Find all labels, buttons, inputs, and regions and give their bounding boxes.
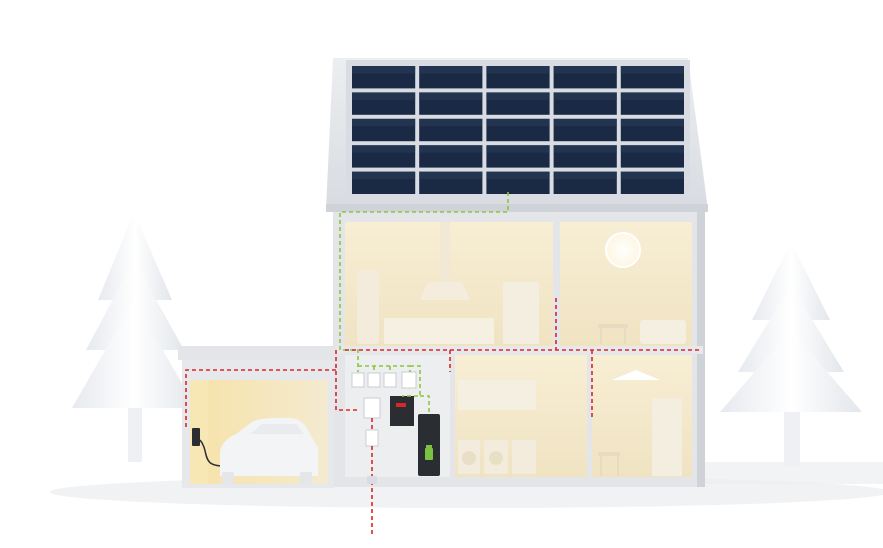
grid-meter [365,429,379,447]
solar-panel-sheen [486,171,550,180]
solar-panel-sheen [352,171,416,180]
solar-panel-sheen [553,92,617,100]
grid-connection [367,476,377,484]
kitchen-door [503,282,539,344]
solar-panel-sheen [553,171,617,180]
garage [178,346,336,488]
pendant-lamp [612,370,660,380]
solar-panel-sheen [553,66,617,74]
cabinet [458,380,536,410]
ceiling-lamp [605,232,641,268]
ac-wiring [185,298,700,536]
battery-level-indicator [425,448,433,460]
floor-slab [333,346,703,354]
dc-wiring [339,192,509,414]
solar-panel-sheen [486,145,550,153]
solar-panel-sheen [419,118,483,127]
solar-panel-sheen [620,145,684,153]
kitchen-counter [384,318,494,344]
distribution-board [363,397,381,419]
electric-car [220,418,318,484]
solar-panel-sheen [419,171,483,180]
solar-panel-sheen [352,66,416,74]
solar-panel-sheen [553,145,617,153]
hybrid-inverter [390,396,414,426]
solar-panel-sheen [486,66,550,74]
range-hood [420,282,470,300]
solar-panel-sheen [620,171,684,180]
bed [640,320,686,344]
hallway-room [592,355,692,477]
solar-panel-sheen [352,118,416,127]
solar-panel-array [346,60,690,200]
chair [598,452,620,456]
solar-panel-sheen [352,145,416,153]
right-tree [720,242,862,466]
solar-panel-sheen [419,66,483,74]
meter-3 [383,372,397,388]
technical-room [345,355,450,477]
switch-box [401,371,417,389]
solar-panel-sheen [620,118,684,127]
solar-panel-sheen [352,92,416,100]
hallway-door [652,398,682,476]
solar-panel-sheen [419,92,483,100]
fridge [357,270,379,344]
kitchen-room [345,222,553,346]
bedroom-room [560,222,692,346]
laundry-room [455,355,587,477]
left-tree [72,212,196,462]
meter-1 [351,372,365,388]
solar-panel-sheen [486,92,550,100]
solar-panel-sheen [620,92,684,100]
meter-2 [367,372,381,388]
solar-panel-sheen [419,145,483,153]
solar-panel-sheen [553,118,617,127]
ev-charger [192,428,200,446]
solar-panel-sheen [620,66,684,74]
solar-panel-sheen [486,118,550,127]
